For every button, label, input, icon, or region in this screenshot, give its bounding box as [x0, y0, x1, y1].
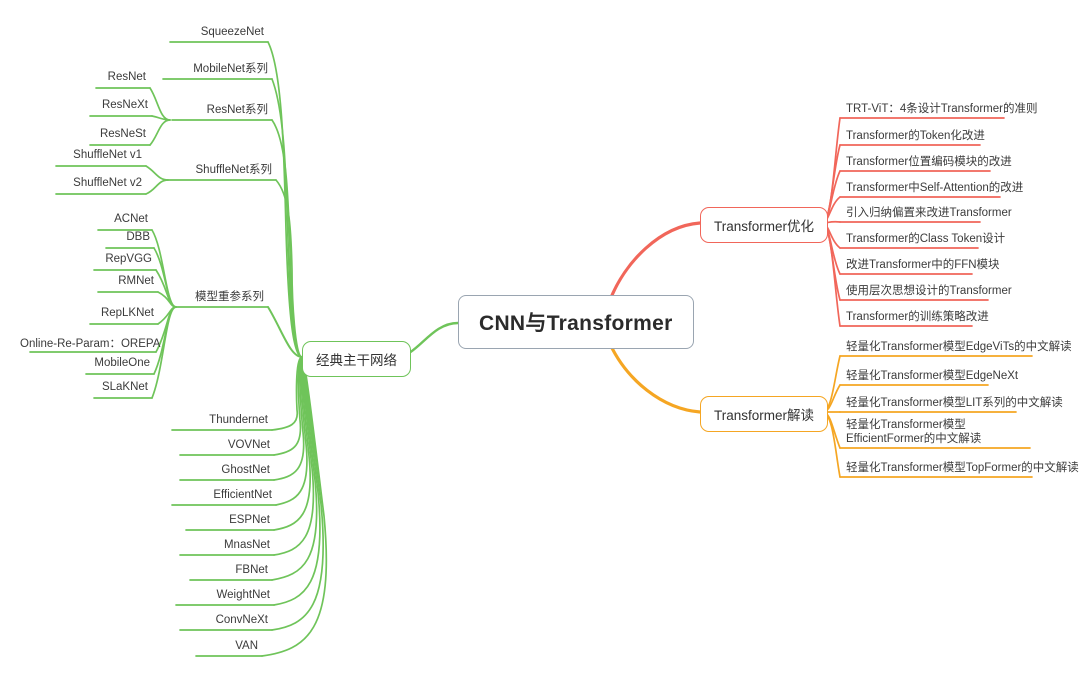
leaf-rmnet[interactable]: RMNet [118, 275, 154, 287]
leaf-shufflenet-series[interactable]: ShuffleNet系列 [195, 164, 273, 176]
leaf-trt-vit-principles[interactable]: TRT-ViT：4条设计Transformer的准则 [846, 103, 1038, 115]
leaf-online-re-param-orepa[interactable]: Online-Re-Param：OREPA [20, 338, 161, 350]
leaf-fbnet[interactable]: FBNet [235, 564, 268, 576]
leaf-dbb[interactable]: DBB [126, 231, 150, 243]
leaf-slaknet[interactable]: SLaKNet [101, 381, 148, 393]
leaf-mobilenet-series[interactable]: MobileNet系列 [193, 63, 268, 75]
leaf-squeezenet[interactable]: SqueezeNet [200, 26, 264, 38]
leaf-self-attention-improvement[interactable]: Transformer中Self-Attention的改进 [846, 182, 1024, 194]
leaf-vovnet[interactable]: VOVNet [227, 439, 270, 451]
leaf-resnest[interactable]: ResNeSt [99, 128, 146, 140]
leaf-inductive-bias[interactable]: 引入归纳偏置来改进Transformer [846, 207, 1012, 219]
leaf-tokenization-improvement[interactable]: Transformer的Token化改进 [846, 130, 985, 142]
leaf-edgevits[interactable]: 轻量化Transformer模型EdgeViTs的中文解读 [846, 341, 1072, 353]
root-node[interactable]: CNN与Transformer [458, 295, 694, 349]
leaf-resnext[interactable]: ResNeXt [101, 99, 148, 111]
leaf-resnet[interactable]: ResNet [107, 71, 146, 83]
leaf-hierarchical-design[interactable]: 使用层次思想设计的Transformer [846, 285, 1012, 297]
leaf-shufflenet-v2[interactable]: ShuffleNet v2 [73, 177, 142, 189]
leaf-replknet[interactable]: RepLKNet [100, 307, 154, 319]
leaf-efficientnet[interactable]: EfficientNet [213, 489, 272, 501]
leaf-edgenext[interactable]: 轻量化Transformer模型EdgeNeXt [846, 370, 1019, 382]
leaf-weightnet[interactable]: WeightNet [216, 589, 270, 601]
leaf-position-encoding-improvement[interactable]: Transformer位置编码模块的改进 [846, 156, 1012, 168]
leaf-ffn-module-improvement[interactable]: 改进Transformer中的FFN模块 [846, 259, 1000, 271]
leaf-convnext[interactable]: ConvNeXt [215, 614, 268, 626]
branch-node-transformer-optimization[interactable]: Transformer优化 [700, 207, 829, 243]
branch-node-transformer-interpretation[interactable]: Transformer解读 [700, 396, 829, 432]
leaf-reparam-series[interactable]: 模型重参系列 [195, 291, 264, 303]
leaf-thundernet[interactable]: Thundernet [209, 414, 268, 426]
leaf-mobileone[interactable]: MobileOne [94, 357, 150, 369]
leaf-lit-series[interactable]: 轻量化Transformer模型LIT系列的中文解读 [846, 397, 1063, 409]
leaf-espnet[interactable]: ESPNet [229, 514, 270, 526]
branch-node-backbone[interactable]: 经典主干网络 [302, 341, 411, 377]
leaf-efficientformer[interactable]: 轻量化Transformer模型EfficientFormer的中文解读 [846, 419, 982, 445]
leaf-repvgg[interactable]: RepVGG [105, 253, 152, 265]
leaf-shufflenet-v1[interactable]: ShuffleNet v1 [73, 149, 142, 161]
leaf-topformer[interactable]: 轻量化Transformer模型TopFormer的中文解读 [846, 462, 1079, 474]
leaf-mnasnet[interactable]: MnasNet [223, 539, 270, 551]
leaf-resnet-series[interactable]: ResNet系列 [206, 104, 268, 116]
leaf-van[interactable]: VAN [235, 640, 258, 652]
leaf-acnet[interactable]: ACNet [114, 213, 148, 225]
leaf-ghostnet[interactable]: GhostNet [221, 464, 270, 476]
leaf-class-token-design[interactable]: Transformer的Class Token设计 [846, 233, 1006, 245]
leaf-training-strategy-improvement[interactable]: Transformer的训练策略改进 [846, 311, 989, 323]
